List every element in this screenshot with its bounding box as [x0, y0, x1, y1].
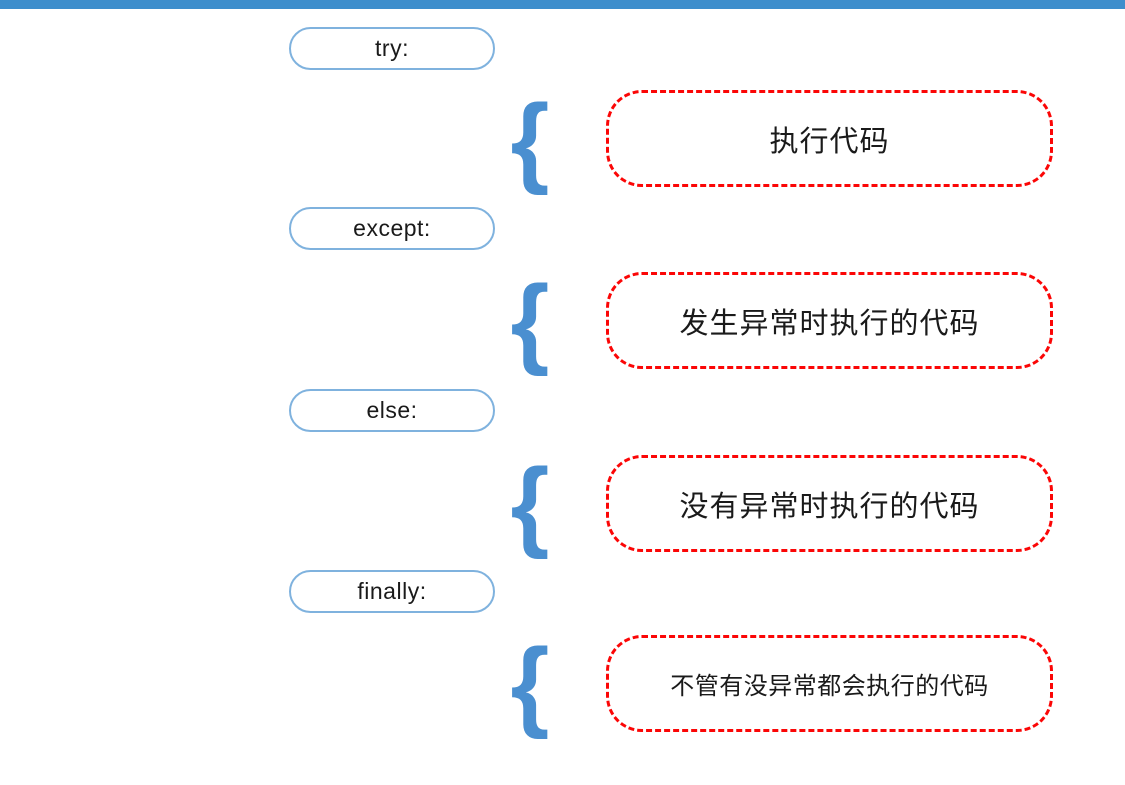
- description-label-except: 发生异常时执行的代码: [679, 307, 980, 340]
- keyword-label-try: try:: [375, 35, 409, 61]
- keyword-pill-try: try:: [289, 27, 495, 70]
- brace-icon: {: [510, 84, 550, 196]
- brace-icon: {: [510, 628, 550, 740]
- description-label-try: 执行代码: [769, 125, 890, 158]
- description-box-else: 没有异常时执行的代码: [606, 455, 1053, 552]
- keyword-pill-finally: finally:: [289, 570, 495, 613]
- top-bar: [0, 0, 1125, 9]
- keyword-pill-else: else:: [289, 389, 495, 432]
- description-box-except: 发生异常时执行的代码: [606, 272, 1053, 369]
- description-label-finally: 不管有没异常都会执行的代码: [670, 673, 989, 700]
- keyword-label-finally: finally:: [357, 578, 427, 604]
- description-box-try: 执行代码: [606, 90, 1053, 187]
- brace-icon: {: [510, 265, 550, 377]
- keyword-label-else: else:: [366, 397, 418, 423]
- description-label-else: 没有异常时执行的代码: [679, 490, 980, 523]
- keyword-pill-except: except:: [289, 207, 495, 250]
- keyword-label-except: except:: [353, 215, 431, 241]
- description-box-finally: 不管有没异常都会执行的代码: [606, 635, 1053, 732]
- brace-icon: {: [510, 448, 550, 560]
